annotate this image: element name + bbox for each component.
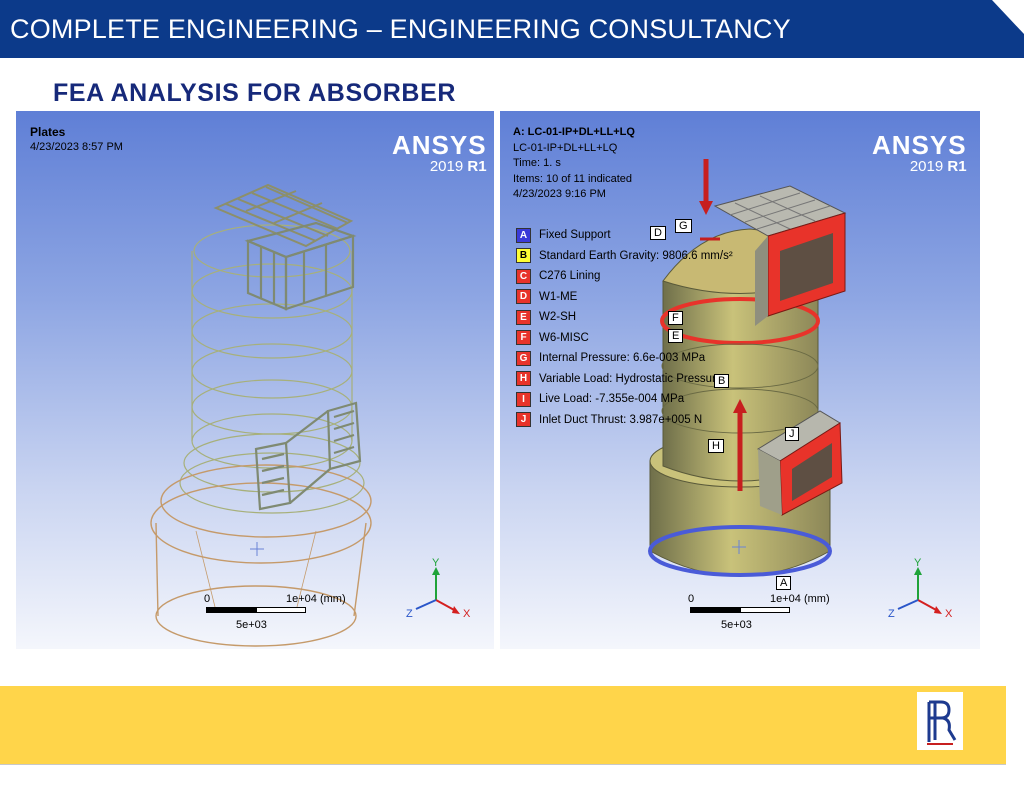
legend-item: G Internal Pressure: 6.6e-003 MPa [516, 348, 733, 369]
left-view-title: Plates [30, 125, 66, 139]
callout-tag-g: G [675, 219, 692, 233]
legend-label: Inlet Duct Thrust: 3.987e+005 N [539, 413, 703, 426]
legend-item: E W2-SH [516, 307, 733, 328]
callout-tag-j: J [785, 427, 799, 441]
legend-key-h: H [516, 371, 531, 387]
legend-item: H Variable Load: Hydrostatic Pressure [516, 369, 733, 390]
legend-label: Variable Load: Hydrostatic Pressure [539, 372, 723, 385]
ansys-logo-version: 2019 R1 [392, 158, 487, 176]
legend-item: F W6-MISC [516, 328, 733, 349]
legend-label: W6-MISC [539, 331, 589, 344]
legend-key-g: G [516, 350, 531, 366]
legend-item: C C276 Lining [516, 266, 733, 287]
axis-triad [897, 567, 942, 614]
scale-bar-dark [206, 607, 256, 613]
scale-zero-label: 0 [688, 593, 695, 605]
plates-wireframe-model [150, 183, 372, 647]
ansys-logo-name: ANSYS [872, 130, 967, 160]
legend-item: B Standard Earth Gravity: 9806.6 mm/s² [516, 246, 733, 267]
scale-bar-light [740, 607, 790, 613]
legend-key-c: C [516, 268, 531, 284]
axis-y-label: Y [914, 557, 922, 569]
legend-key-j: J [516, 412, 531, 428]
legend-key-f: F [516, 330, 531, 346]
right-analysis-view: A: LC-01-IP+DL+LL+LQ LC-01-IP+DL+LL+LQ T… [500, 111, 980, 649]
header-title: COMPLETE ENGINEERING – ENGINEERING CONSU… [10, 14, 791, 44]
callout-tag-e: E [668, 329, 684, 343]
scale-mid-label: 5e+03 [721, 619, 752, 631]
scale-bar-light [256, 607, 306, 613]
company-logo-mark [923, 698, 957, 745]
scale-bar-dark [690, 607, 740, 613]
absorber-solid-model [648, 159, 847, 577]
ansys-logo: ANSYS 2019 R1 [392, 132, 487, 176]
axis-y-label: Y [432, 557, 440, 569]
axis-z-label: Z [888, 608, 895, 620]
callout-tag-d: D [650, 226, 666, 240]
ansys-logo: ANSYS 2019 R1 [872, 132, 967, 176]
left-view-date: 4/23/2023 8:57 PM [30, 141, 123, 153]
company-logo [917, 692, 963, 750]
callout-tag-h: H [708, 439, 724, 453]
legend-item: D W1-ME [516, 287, 733, 308]
legend-key-a: A [516, 227, 531, 243]
load-case-date: 4/23/2023 9:16 PM [513, 188, 606, 200]
legend-item: J Inlet Duct Thrust: 3.987e+005 N [516, 410, 733, 431]
load-case-time: Time: 1. s [513, 157, 561, 169]
legend-key-b: B [516, 248, 531, 264]
legend-label: Live Load: -7.355e-004 MPa [539, 393, 685, 406]
scale-mid-label: 5e+03 [236, 619, 267, 631]
ansys-logo-release: R1 [467, 158, 487, 175]
scale-max-label: 1e+04 (mm) [770, 593, 830, 605]
legend-key-e: E [516, 309, 531, 325]
section-title: FEA ANALYSIS FOR ABSORBER [53, 79, 457, 107]
callout-tag-b: B [714, 374, 730, 388]
axis-z-label: Z [406, 608, 413, 620]
load-case-items: Items: 10 of 11 indicated [513, 172, 633, 185]
axis-x-label: X [945, 608, 953, 620]
legend-label: C276 Lining [539, 270, 601, 283]
callout-tag-a: A [776, 576, 792, 590]
legend-label: W2-SH [539, 311, 577, 324]
legend-label: Fixed Support [539, 229, 611, 242]
ansys-logo-year: 2019 [909, 158, 944, 175]
ansys-logo-year: 2019 [429, 158, 464, 175]
scale-max-label: 1e+04 (mm) [286, 593, 346, 605]
callout-tag-f: F [668, 311, 683, 325]
header-band: COMPLETE ENGINEERING – ENGINEERING CONSU… [0, 0, 1024, 58]
header-background [0, 0, 1024, 58]
ansys-logo-release: R1 [947, 158, 967, 175]
legend-label: Standard Earth Gravity: 9806.6 mm/s² [539, 249, 733, 262]
ansys-logo-name: ANSYS [392, 130, 487, 160]
scale-zero-label: 0 [204, 593, 211, 605]
legend-label: W1-ME [539, 290, 578, 303]
legend-label: Internal Pressure: 6.6e-003 MPa [539, 352, 706, 365]
axis-x-label: X [463, 608, 471, 620]
legend-item: A Fixed Support [516, 225, 733, 246]
ansys-logo-version: 2019 R1 [872, 158, 967, 176]
legend-key-d: D [516, 289, 531, 305]
axis-triad [415, 567, 460, 614]
legend-key-i: I [516, 391, 531, 407]
boundary-condition-legend: A Fixed Support B Standard Earth Gravity: … [516, 225, 733, 430]
left-analysis-view: Plates 4/23/2023 8:57 PM ANSYS 2019 R1 [16, 111, 494, 649]
load-case-title: A: LC-01-IP+DL+LL+LQ [513, 126, 635, 138]
footer-band [0, 686, 1006, 765]
load-case-info: A: LC-01-IP+DL+LL+LQ LC-01-IP+DL+LL+LQ T… [513, 125, 635, 203]
load-case-subtitle: LC-01-IP+DL+LL+LQ [513, 141, 618, 154]
legend-item: I Live Load: -7.355e-004 MPa [516, 389, 733, 410]
